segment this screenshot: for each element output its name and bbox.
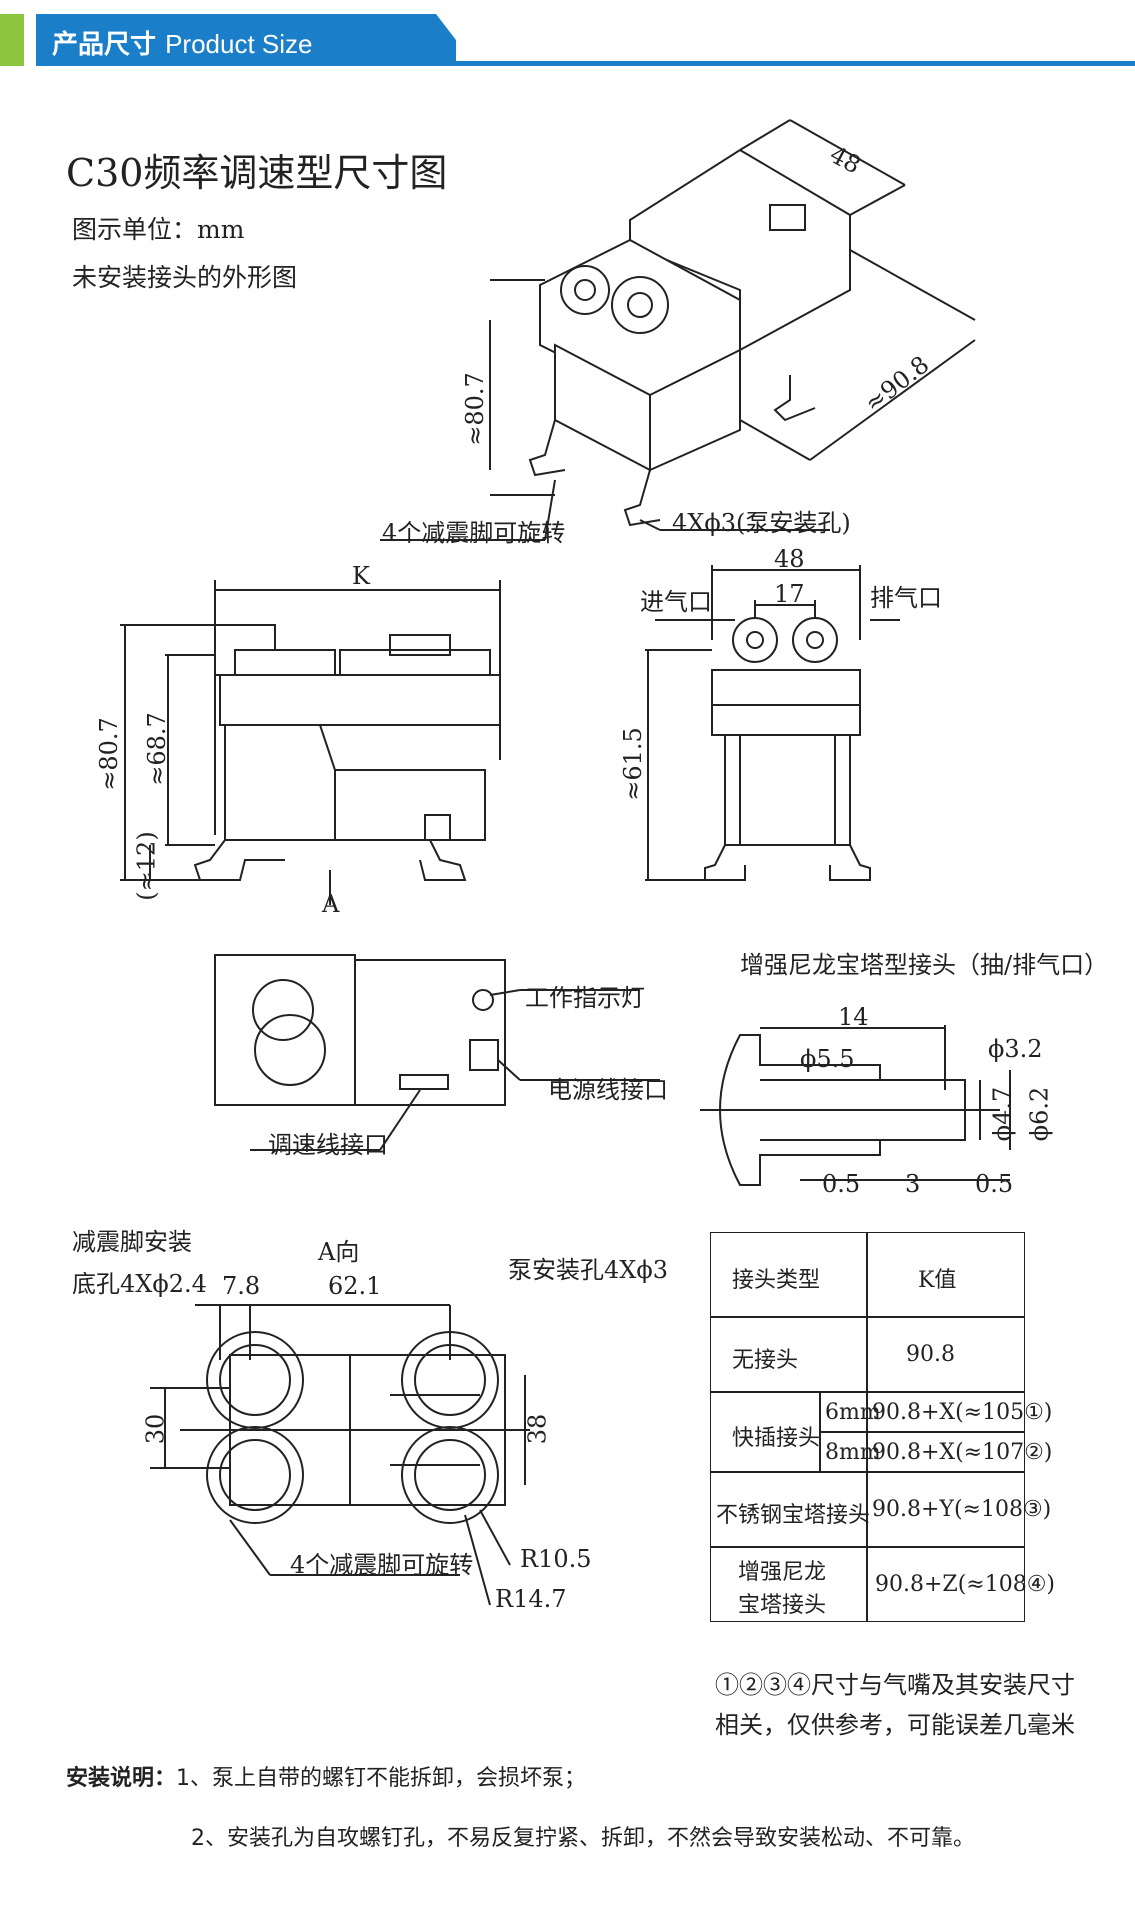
side-view [120, 580, 501, 905]
bottom-d2: 62.1 [328, 1272, 382, 1300]
table-row5-k: 90.8+Z(≈108④) [875, 1572, 1056, 1597]
side-h2-label: ≈68.7 [142, 712, 171, 786]
side-h3-label: (≈12) [132, 831, 161, 901]
bottom-v1: 30 [141, 1413, 170, 1445]
front-view [645, 565, 900, 881]
install-notes: 安装说明：1、泵上自带的螺钉不能拆卸，会损坏泵； 2、安装孔为自攻螺钉孔，不易反… [66, 1760, 975, 1851]
iso-view [380, 119, 976, 541]
table-row1-type: 无接头 [732, 1348, 799, 1373]
note-line1: ①②③④尺寸与气嘴及其安装尺寸 [715, 1671, 1075, 1699]
k-value-table: 接头类型 K值 无接头 90.8 快插接头 6mm 90.8+X(≈105①) … [710, 1232, 1055, 1622]
table-row2-type: 快插接头 [732, 1426, 821, 1451]
inlet-label: 进气口 [640, 588, 712, 616]
install-item2: 2、安装孔为自攻螺钉孔，不易反复拧紧、拆卸，不然会导致安装松动、不可靠。 [191, 1826, 975, 1851]
side-h1-label: ≈80.7 [94, 717, 123, 791]
speed-port-label: 调速线接口 [268, 1131, 388, 1159]
section-header: 产品尺寸 Product Size [0, 14, 1135, 66]
connector-title: 增强尼龙宝塔型接头（抽/排气口） [740, 951, 1109, 979]
drawing-title: C30频率调速型尺寸图 [66, 151, 448, 195]
install-label: 安装说明： [66, 1766, 177, 1791]
note-line2: 相关，仅供参考，可能误差几毫米 [715, 1711, 1075, 1739]
table-row4-type: 不锈钢宝塔接头 [716, 1503, 871, 1528]
front-width-label: 48 [774, 545, 805, 573]
front-gap-label: 17 [774, 580, 805, 608]
power-port-label: 电源线接口 [548, 1076, 668, 1104]
section-title: 产品尺寸 Product Size [52, 29, 313, 60]
unit-label: 图示单位：mm [72, 215, 245, 244]
bottom-d1: 7.8 [222, 1272, 261, 1300]
bottom-feet-label: 4个减震脚可旋转 [290, 1551, 474, 1579]
connector-d1: ϕ5.5 [800, 1045, 855, 1073]
table-header-k: K值 [918, 1268, 957, 1293]
led-label: 工作指示灯 [525, 984, 645, 1012]
connector-d3: ϕ4.7 [988, 1086, 1017, 1142]
bottom-v2: 38 [523, 1413, 552, 1445]
side-a-label: A [322, 890, 340, 918]
header-accent [0, 14, 24, 66]
table-row5-type: 增强尼龙 [738, 1560, 827, 1585]
table-row2-k: 90.8+X(≈105①) [872, 1400, 1053, 1425]
table-row4-k: 90.8+Y(≈108③) [872, 1497, 1052, 1522]
header-tab [36, 14, 456, 66]
table-row3-k: 90.8+X(≈107②) [872, 1440, 1053, 1465]
bottom-hole-label: 泵安装孔4Xϕ3 [508, 1256, 668, 1284]
bottom-dir-label: A向 [318, 1238, 360, 1266]
connector-view [700, 1025, 1011, 1186]
connector-length: 14 [838, 1003, 869, 1031]
connector-d4: ϕ6.2 [1025, 1086, 1054, 1142]
bottom-r2: R14.7 [495, 1585, 567, 1613]
table-grid [710, 1232, 1025, 1622]
connector-d2: ϕ3.2 [988, 1035, 1043, 1063]
table-row2-sub: 6mm [825, 1400, 881, 1425]
header-rule [36, 61, 1135, 66]
table-row1-k: 90.8 [906, 1342, 955, 1367]
outline-subtitle: 未安装接头的外形图 [72, 263, 298, 292]
bottom-label1: 减震脚安装 [72, 1228, 192, 1256]
table-row3-sub: 8mm [825, 1440, 881, 1465]
connector-s1: 0.5 [822, 1170, 861, 1198]
side-k-label: K [352, 562, 370, 590]
bottom-view [150, 1304, 530, 1606]
outlet-label: 排气口 [870, 584, 942, 612]
table-header-type: 接头类型 [732, 1268, 821, 1293]
bottom-label2: 底孔4Xϕ2.4 [72, 1270, 207, 1298]
install-item1: 1、泵上自带的螺钉不能拆卸，会损坏泵； [176, 1766, 587, 1791]
connector-s3: 0.5 [975, 1170, 1014, 1198]
bottom-r1: R10.5 [520, 1545, 592, 1573]
front-height-label: ≈61.5 [618, 727, 647, 801]
top-view [214, 954, 660, 1151]
iso-height-label: ≈80.7 [460, 372, 489, 446]
table-row5-type2: 宝塔接头 [738, 1593, 827, 1618]
connector-s2: 3 [905, 1170, 921, 1198]
iso-feet-label: 4个减震脚可旋转 [382, 519, 566, 547]
iso-hole-label: 4Xϕ3(泵安装孔) [672, 509, 851, 537]
